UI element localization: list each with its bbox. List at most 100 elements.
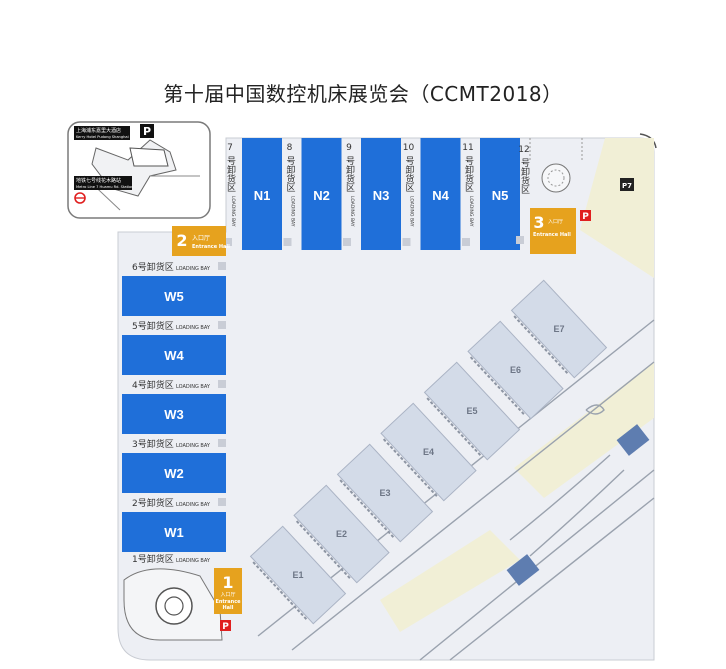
hall-n5[interactable] [480,138,520,250]
hall-e1-edge [252,561,309,622]
parking-sign-entrance-1: P [220,620,231,632]
bay-10-number: 10 [403,143,415,153]
bay-label-w1: 2号卸货区 [132,497,174,509]
bay-7-label: 号卸货区 [225,156,236,192]
hall-w2[interactable] [122,453,226,493]
parking-sign-entrance-3: P [580,210,591,222]
entrance-1-en2: Hall [223,605,234,611]
bay-label-w5: 6号卸货区 [132,261,174,273]
bay-8-number: 8 [287,143,293,153]
hall-e5-label: E5 [466,406,477,416]
bay-10-label: 号卸货区 [404,156,415,192]
bay-8-en: LOADING BAY [290,196,296,227]
inset-parking-sign [140,124,154,138]
inset-hotel-label-en: Kerry Hotel Pudong Shanghai [76,135,129,139]
hall-w5[interactable] [122,276,226,316]
bay-marker [218,321,226,329]
hall-e1-block [249,525,347,625]
entrance-3[interactable]: 3 入口厅 Entrance Hall [530,208,576,254]
inset-hotel-label: 上海浦东嘉里大酒店 [76,127,121,134]
location-inset-map: 上海浦东嘉里大酒店 Kerry Hotel Pudong Shanghai P … [67,121,211,219]
bay-11-number: 11 [462,143,473,153]
hall-e4-block [380,402,477,502]
bay-marker [343,238,351,246]
hall-w1[interactable] [122,512,226,552]
hall-n2-label: N2 [313,188,330,203]
hall-w4[interactable] [122,335,226,375]
map-title: 第十届中国数控机床展览会（CCMT2018） [163,82,563,106]
hall-n4[interactable] [420,138,461,250]
bay-marker [218,380,226,388]
roundabout-south [123,568,223,641]
inset-hotel-label-bg [74,126,130,140]
bay-label-w4: 5号卸货区 [132,320,174,332]
bay-en-w3: LOADING BAY [176,384,211,390]
hall-n5-label: N5 [492,188,509,203]
green-area-ne [580,138,654,278]
hall-w1-label: W1 [164,525,184,540]
entrance-2-cn: 入口厅 [192,235,210,242]
bay-7-number: 7 [227,143,233,153]
hall-n2[interactable] [301,138,342,250]
hall-e7-label: E7 [553,324,564,334]
bay-marker [462,238,470,246]
entrance-3-en: Entrance Hall [533,232,571,238]
entrance-2-number: 2 [176,231,187,250]
bay-marker [402,238,411,246]
inset-metro-label: 地铁七号线花木路站 [76,177,121,184]
hall-n1[interactable] [242,138,282,250]
hall-e1-label: E1 [292,570,303,580]
bus-stop-east [616,424,650,456]
entrance-2[interactable]: 2 入口厅 Entrance Hall [172,226,230,256]
bay-marker [218,262,226,270]
svg-text:P: P [143,125,151,138]
bay-12-label: 号卸货区 [519,158,530,194]
bay-en-w2: LOADING BAY [176,443,211,449]
bay-9-label: 号卸货区 [344,156,355,192]
hall-n3[interactable] [361,138,401,250]
hall-n4-label: N4 [432,188,449,203]
entrance-3-number: 3 [533,213,544,232]
bay-8-label: 号卸货区 [285,156,296,192]
entrance-1[interactable]: 1 入口厅 Entrance Hall [214,568,242,614]
bay-en-w5: LOADING BAY [176,266,211,272]
hall-e2-block [293,484,390,584]
green-area-se [380,530,520,632]
parking-p7-label: P7 [622,182,632,190]
hall-n3-label: N3 [373,188,390,203]
hall-e6-block [467,320,564,420]
hall-n1-label: N1 [254,188,271,203]
bay-marker [283,238,292,246]
hall-e2[interactable]: E2 [293,484,390,584]
bay-marker [224,238,232,246]
bus-stop-south [506,554,540,586]
hall-e3-label: E3 [379,488,390,498]
green-area-mid [514,362,654,498]
bay-en-w4: LOADING BAY [176,325,211,331]
hall-e4-label: E4 [423,447,434,457]
hall-e5-block [423,361,521,461]
bay-11-en: LOADING BAY [468,196,474,227]
inset-metro-label-en: Metro Line 7 Huamu Rd. Station [76,185,133,189]
parking-p7-sign [620,178,634,191]
bay-7-en: LOADING BAY [230,196,236,227]
bay-12-number: 12 [518,145,529,155]
hall-w5-label: W5 [164,289,184,304]
bay-marker [218,498,226,506]
bay-10-en: LOADING BAY [409,196,415,227]
entrance-3-cn: 入口厅 [548,219,563,225]
bay-1-en: LOADING BAY [176,558,211,564]
hall-w3[interactable] [122,394,226,434]
bay-marker [218,439,226,447]
entrance-2-en: Entrance Hall [192,244,230,250]
hall-e1[interactable]: E1 [249,525,347,625]
hall-e2-edge [295,520,352,581]
entrance-1-en1: Entrance [215,599,241,605]
bay-label-w2: 3号卸货区 [132,438,174,450]
hall-e2-label: E2 [336,529,347,539]
hall-w4-label: W4 [164,348,184,363]
bay-en-w1: LOADING BAY [176,502,211,508]
